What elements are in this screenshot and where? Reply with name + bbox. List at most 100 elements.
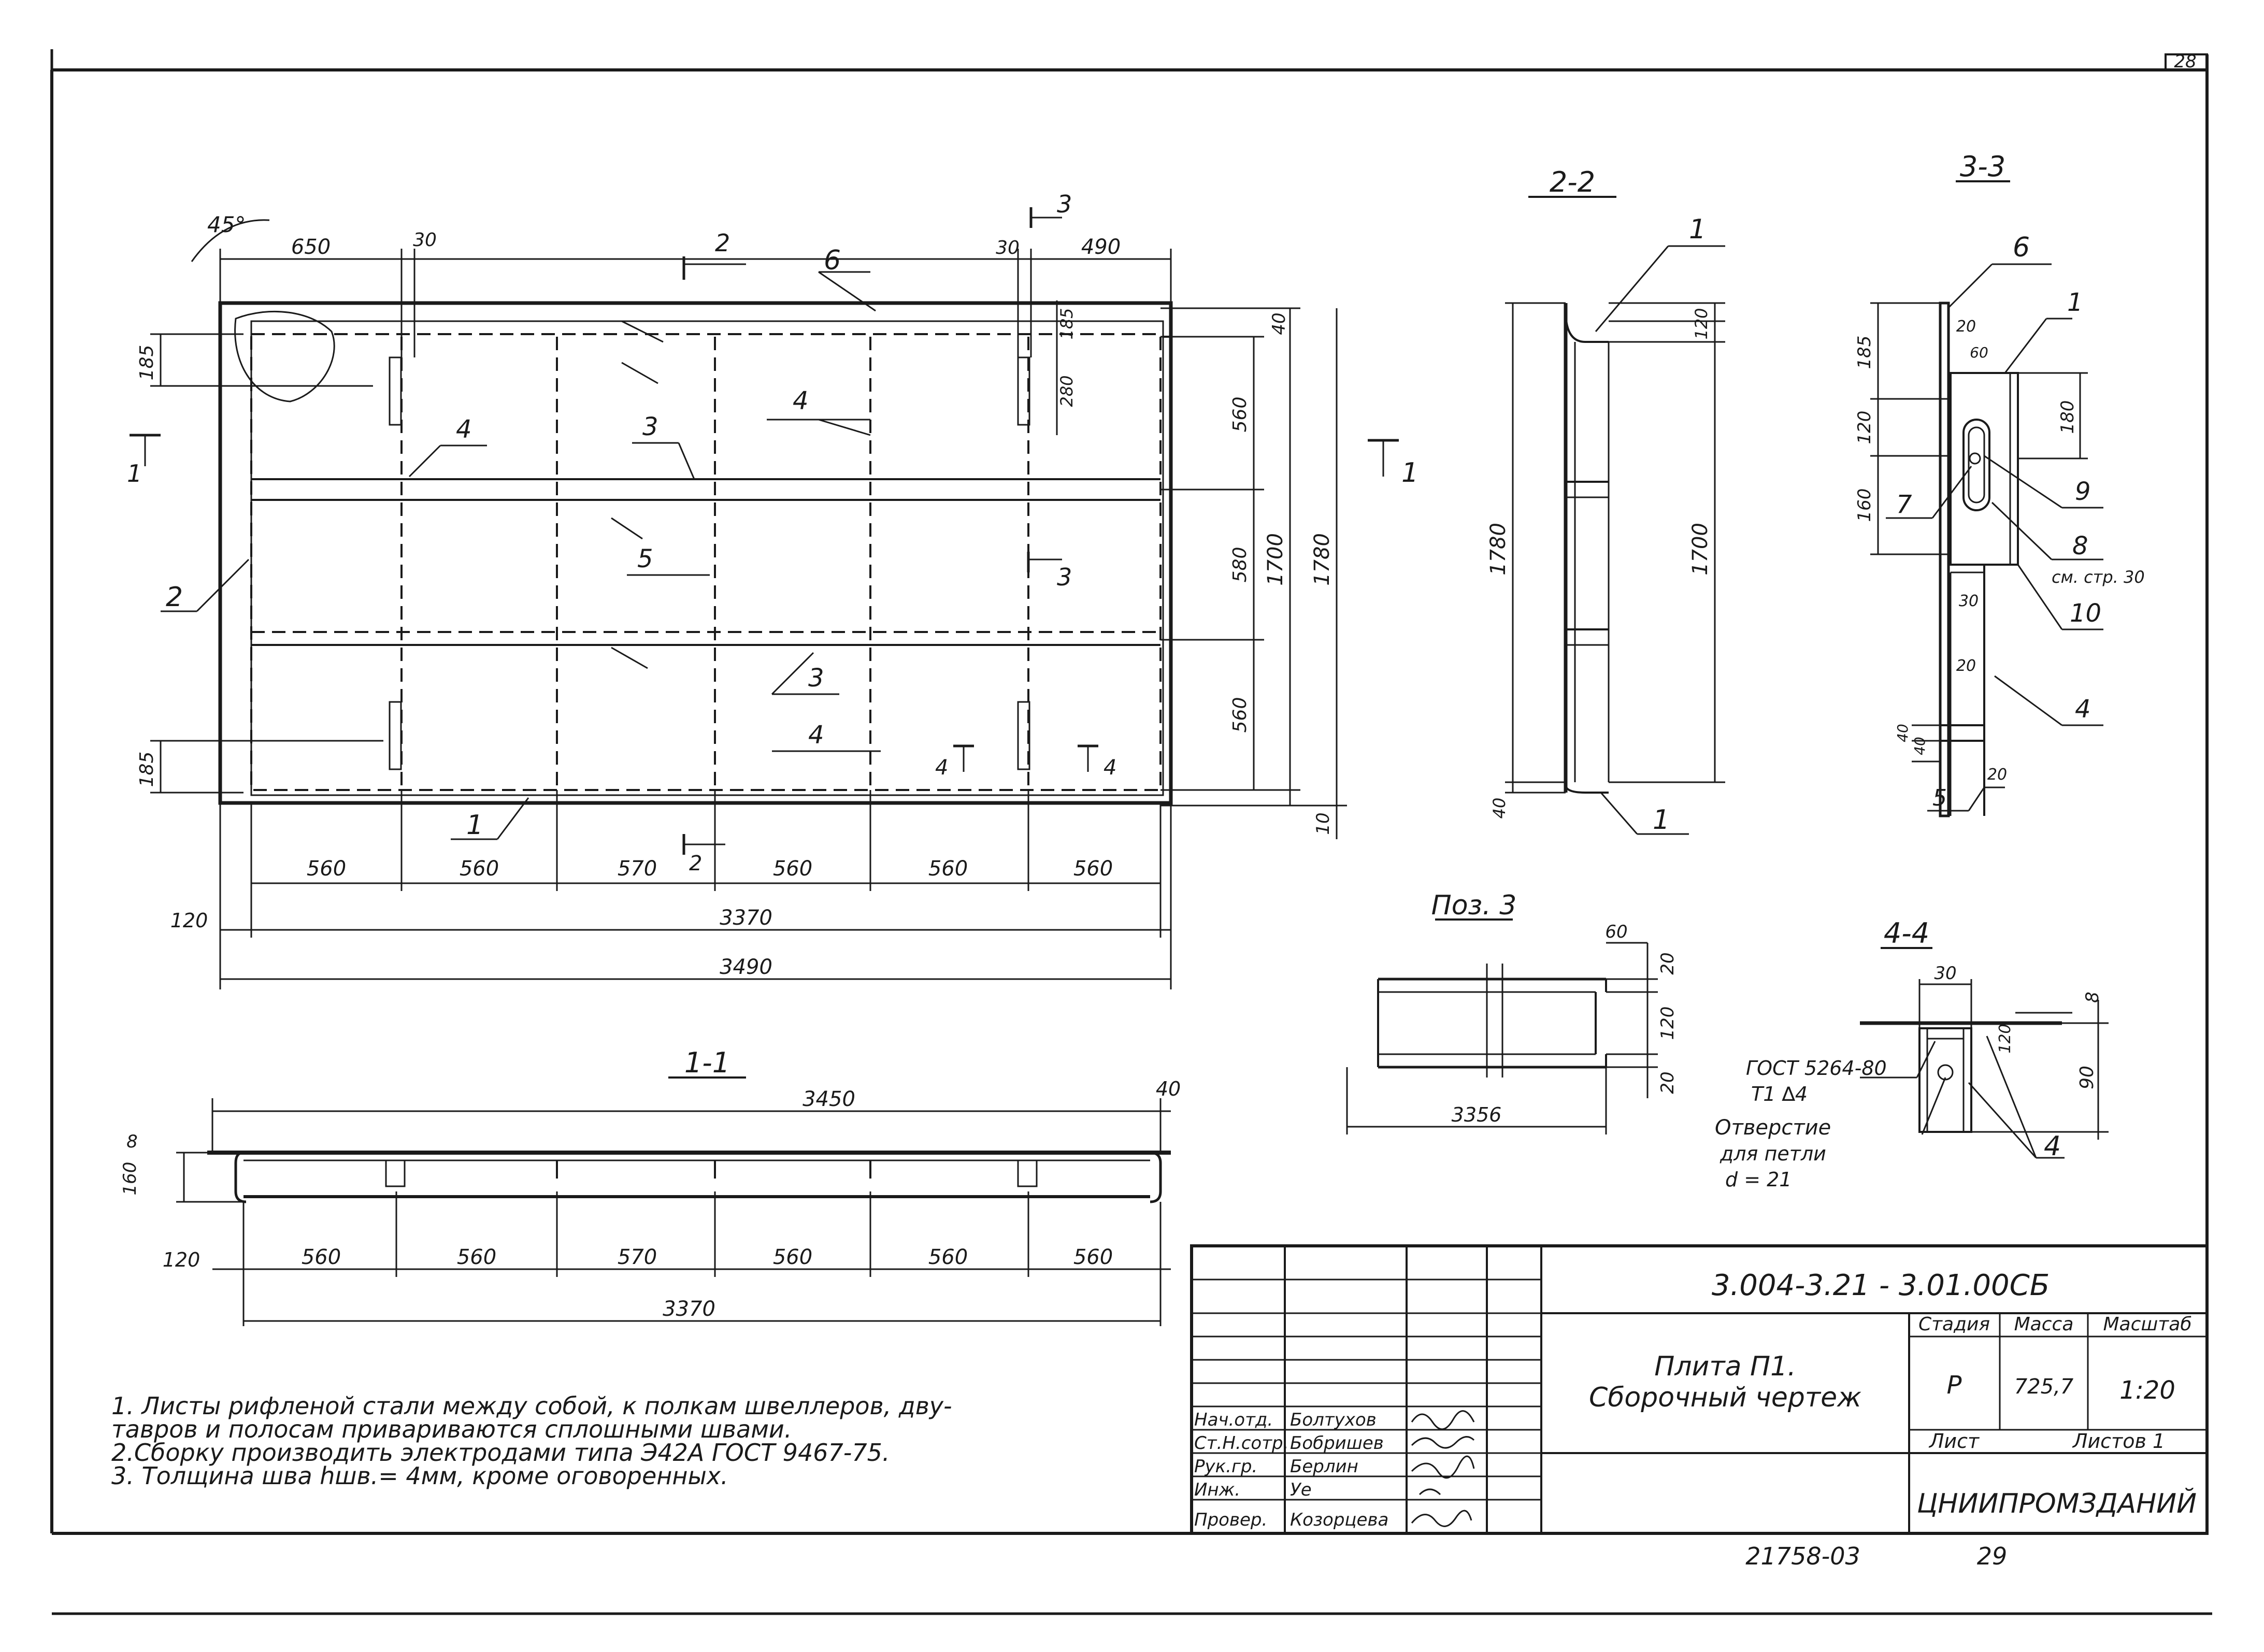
section-3-3-dim-180: 180 [2057,400,2078,434]
signer-role-5: Провер. [1194,1510,1267,1530]
section-1-1-dim-8: 8 [126,1131,138,1152]
sheets-label: Листов 1 [2072,1430,2165,1453]
section-4-4-dim-30: 30 [1934,963,1956,984]
section-mark-2-top: 2 [715,229,730,257]
signer-name-3: Берлин [1290,1456,1358,1477]
section-2-2: 2-2 1780 1700 120 40 1 1 [1486,166,1725,836]
section-mark-2-bottom: 2 [689,852,702,875]
section-mark-4-right: 4 [1104,756,1116,780]
plan-right-dim-1700: 1700 [1264,533,1287,586]
plan-bottom-dim-3: 570 [618,857,657,881]
signature-3 [1411,1455,1475,1479]
section-4-4-weld: Т1 ∆4 [1751,1083,1808,1105]
section-4-4-dim-8: 8 [2082,992,2103,1003]
section-3-3-dim-160: 160 [1854,489,1875,522]
plan-left-dim-bottom: 185 [136,752,157,787]
section-3-3-callout-6: 6 [2013,232,2030,263]
signer-role-4: Инж. [1194,1479,1240,1500]
pos-3-detail: Поз. 3 60 20 120 20 3356 [1346,890,1678,1134]
plan-left-dim-top: 185 [136,345,157,381]
section-4-4-leaders [1860,1036,2065,1159]
plan-callout-5: 5 [637,544,653,573]
plan-top-dim-4: 490 [1081,235,1121,259]
section-1-1-dim-3450: 3450 [803,1087,855,1111]
plan-top-dim-1: 650 [291,235,331,259]
plan-right-dim-560b: 560 [1229,697,1251,733]
plan-callout-4-bottom: 4 [808,721,824,750]
signature-4 [1418,1488,1441,1496]
section-1-1-dim-160: 160 [120,1162,140,1196]
section-4-4-hole-2: для петли [1720,1142,1826,1165]
plan-inner-dim-280: 280 [1057,375,1077,407]
section-1-1-dims [176,1098,1171,1326]
title-block [1190,1244,2209,1535]
section-3-3-ref-note: см. стр. 30 [2052,567,2145,587]
plan-right-dim-10: 10 [1313,812,1334,835]
pos-3-dim-3356: 3356 [1452,1103,1502,1126]
stage-value: Р [1947,1371,1962,1400]
section-1-1-dim-40: 40 [1156,1078,1181,1100]
section-2-2-callout-top: 1 [1689,214,1706,245]
signer-name-2: Бобришев [1290,1433,1384,1454]
section-3-3-label: 3-3 [1960,150,2005,183]
plan-bottom-dim-6: 560 [1073,857,1113,881]
section-2-2-leaders [1595,245,1725,835]
section-1-1-bdim-4: 560 [773,1245,812,1269]
section-1-1-bdim-2: 560 [457,1245,496,1269]
section-mark-4-left: 4 [935,756,948,780]
signature-1 [1411,1410,1475,1430]
section-2-2-profile [1564,303,1610,794]
section-1-1-bdim-6: 560 [1073,1245,1113,1269]
plan-bottom-dim-4: 560 [773,857,812,881]
section-1-1: 1-1 3450 40 8 160 120 560 560 570 560 56… [120,1046,1181,1326]
signer-name-1: Болтухов [1290,1410,1377,1430]
section-2-2-dim-1780: 1780 [1486,523,1510,576]
section-4-4-dim-90: 90 [2076,1066,2098,1089]
section-4-4-label: 4-4 [1884,917,1929,950]
section-1-1-profile [207,1151,1171,1203]
plan-bottom-dim-2: 560 [460,857,499,881]
signer-role-1: Нач.отд. [1194,1410,1273,1430]
section-3-3-dim-20-bot: 20 [1987,766,2007,784]
plan-callout-4-left: 4 [456,415,472,444]
pos-3-label: Поз. 3 [1431,890,1517,921]
section-3-3-dim-20-top: 20 [1956,318,1976,336]
section-4-4-hole-1: Отверстие [1715,1116,1831,1140]
plan-left-dims [150,333,383,794]
plan-top-dim-3: 30 [996,237,1020,258]
plan-callout-1: 1 [466,810,483,841]
note-line-4: 3. Толщина шва hшв.= 4мм, кроме оговорен… [111,1462,728,1490]
pos-3-dim-60: 60 [1605,922,1627,942]
section-1-1-dim-120: 120 [163,1248,200,1271]
mass-value: 725,7 [2014,1375,2074,1399]
section-3-3: 3-3 185 120 160 180 20 60 30 20 40 40 20… [1854,150,2145,817]
section-4-4-dim-120: 120 [1996,1024,2014,1053]
plan-callout-2: 2 [166,582,183,613]
section-3-3-leaders [1886,263,2103,812]
signature-2 [1411,1436,1475,1449]
plan-right-dim-1780: 1780 [1310,533,1334,586]
plan-callout-3-top: 3 [642,412,658,441]
drawing-code: 3.004-3.21 - 3.01.00СБ [1712,1269,2050,1302]
section-mark-1-left: 1 [127,459,142,487]
plan-bottom-dims [219,790,1172,989]
plan-right-dim-40: 40 [1269,312,1289,335]
plan-right-dim-560a: 560 [1229,397,1251,433]
title-line-1: Плита П1. [1654,1351,1796,1382]
plan-callout-4-top: 4 [793,386,809,415]
section-2-2-dims [1505,302,1725,794]
plan-dim-3490: 3490 [720,955,772,979]
note-line-2: тавров и полосам привариваются сплошными… [111,1415,792,1443]
pos-3-dim-120: 120 [1657,1007,1678,1040]
plan-callout-3-bottom: 3 [808,664,824,693]
note-line-3: 2.Сборку производить электродами типа Э4… [111,1439,890,1467]
pos-3-dim-20-top: 20 [1657,952,1678,974]
sheet-label: Лист [1928,1430,1980,1453]
section-3-3-callout-10: 10 [2070,599,2101,628]
section-3-3-dim-185: 185 [1854,336,1875,369]
pos-3-dim-20-bot: 20 [1657,1071,1678,1094]
section-4-4-dims [1918,979,2109,1140]
section-4-4-gost: ГОСТ 5264-80 [1746,1057,1887,1080]
plan-dim-120: 120 [170,909,208,932]
